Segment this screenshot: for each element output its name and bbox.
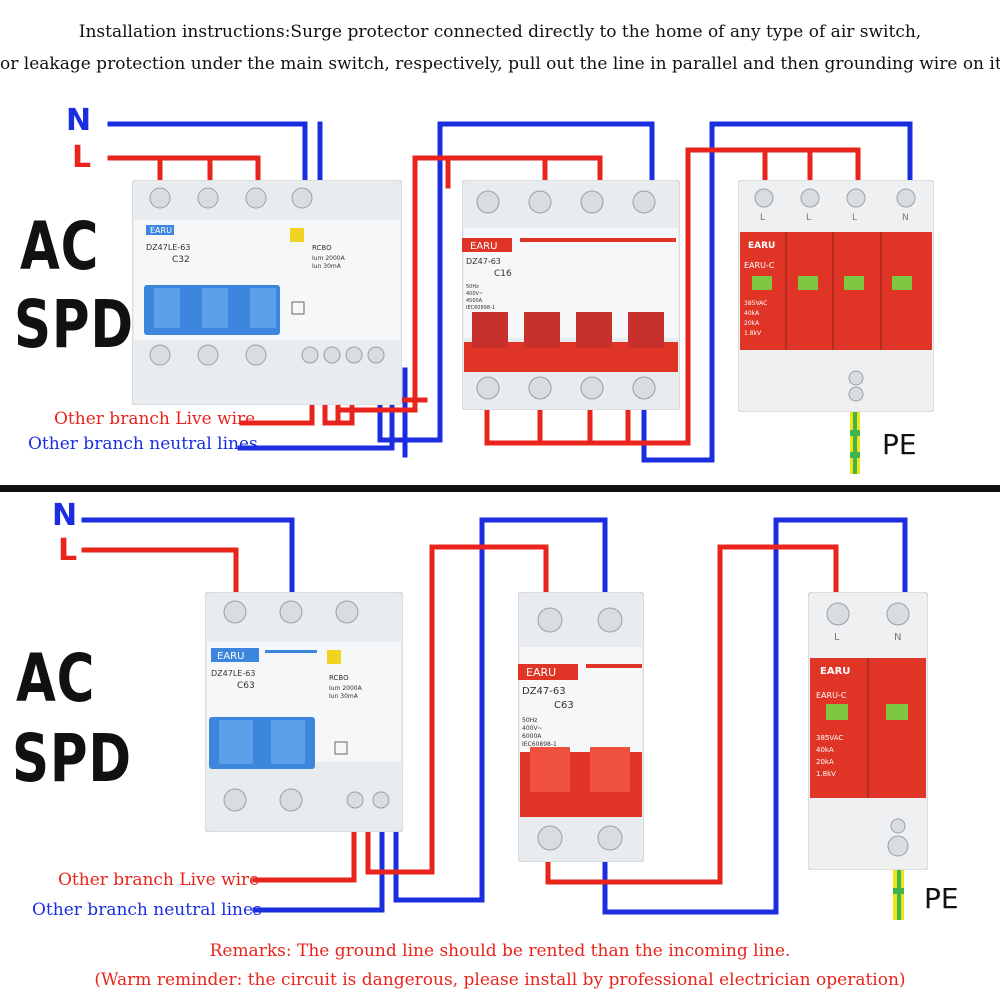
top-live-branch-label: Other branch Live wire <box>54 409 256 429</box>
top-mcb-spec3: 4500A <box>466 298 483 304</box>
bottom-rcbo-model: DZ47LE-63 <box>211 669 255 678</box>
top-rcbo-device: EARU DZ47LE-63 C32 RCBO Ium 2000A Iun 30… <box>132 180 402 405</box>
top-spd-brand: EARU <box>748 241 775 251</box>
bottom-rcbo-ma: Iun 30mA <box>329 693 359 700</box>
remark-line-2: (Warm reminder: the circuit is dangerous… <box>94 970 906 990</box>
bottom-mcb-spec2: 400V~ <box>522 725 543 732</box>
bottom-spd-up: 1.8kV <box>816 770 836 778</box>
bottom-live-branch <box>252 817 357 883</box>
bottom-live-branch-label: Other branch Live wire <box>58 870 260 890</box>
bottom-spd-in: 20kA <box>816 758 834 766</box>
top-spd-uc: 385VAC <box>744 300 767 307</box>
top-rcbo-specs: Ium 2000A <box>312 255 346 262</box>
bottom-spd-brand: EARU <box>820 666 850 677</box>
top-live-to-spd <box>484 147 861 446</box>
top-spd-pole-1: L <box>760 213 765 223</box>
top-mcb-std: IEC60898-1 <box>466 305 495 311</box>
bottom-spd-device: L N EARU EARU-C 385VAC 40kA 20kA 1.8kV <box>808 592 928 870</box>
bottom-neutral-loop2 <box>602 517 908 915</box>
bottom-rcbo-specs: Ium 2000A <box>329 685 363 692</box>
bottom-neutral-branch-label: Other branch neutral lines <box>32 900 262 920</box>
top-rcbo-brand: EARU <box>150 226 172 235</box>
bottom-live-loop1 <box>365 544 549 875</box>
bottom-spd-title: SPD <box>12 720 132 797</box>
bottom-pe-label: PE <box>924 882 959 915</box>
bottom-spd-uc: 385VAC <box>816 734 843 742</box>
top-ac-title: AC <box>20 208 100 285</box>
bottom-neutral-loop1 <box>393 517 608 903</box>
bottom-mcb-rating: C63 <box>554 700 574 711</box>
bottom-spd-pole-2: N <box>894 632 901 643</box>
bottom-spd-pole-1: L <box>834 632 840 643</box>
top-neutral-loop2 <box>641 121 913 463</box>
bottom-mcb-brand: EARU <box>526 666 556 679</box>
instruction-line-1: Installation instructions:Surge protecto… <box>78 22 922 42</box>
top-rcbo-label: RCBO <box>312 244 332 252</box>
instruction-line-2: or leakage protection under the main swi… <box>0 54 1000 74</box>
bottom-spd-imax: 40kA <box>816 746 834 754</box>
top-spd-device: L L L N EARU EARU-C 385VAC 40kA 20kA 1.8… <box>738 180 934 412</box>
top-mcb-spec2: 400V~ <box>466 291 483 297</box>
bottom-live-main <box>81 547 239 599</box>
bottom-rcbo-device: EARU DZ47LE-63 C63 RCBO Ium 2000A Iun 30… <box>205 592 403 832</box>
top-spd-imax: 40kA <box>744 310 760 317</box>
top-pe-label: PE <box>882 428 917 461</box>
top-rcbo-model: DZ47LE-63 <box>146 243 190 252</box>
bottom-mcb-spec3: 6000A <box>522 733 542 740</box>
top-spd-in: 20kA <box>744 320 760 327</box>
bottom-mcb-device: EARU DZ47-63 C63 50Hz 400V~ 6000A IEC608… <box>518 592 644 862</box>
top-spd-pole-2: L <box>806 213 811 223</box>
top-rcbo-ma: Iun 30mA <box>312 263 342 270</box>
top-mcb-device: EARU DZ47-63 C16 50Hz 400V~ 4500A IEC608… <box>462 180 680 410</box>
top-spd-title: SPD <box>14 286 134 363</box>
bottom-mcb-spec1: 50Hz <box>522 717 537 724</box>
top-neutral-branch-label: Other branch neutral lines <box>28 434 258 454</box>
bottom-rcbo-brand: EARU <box>217 651 244 662</box>
bottom-l-label: L <box>58 533 78 568</box>
bottom-mcb-model: DZ47-63 <box>522 686 566 697</box>
top-mcb-model: DZ47-63 <box>466 257 501 266</box>
bottom-rcbo-label: RCBO <box>329 674 349 682</box>
top-n-label: N <box>66 103 92 138</box>
section-divider <box>0 485 1000 492</box>
top-rcbo-rating: C32 <box>172 255 190 265</box>
top-mcb-rating: C16 <box>494 269 512 279</box>
top-neutral-loop1 <box>377 121 655 443</box>
remark-line-1: Remarks: The ground line should be rente… <box>209 941 791 961</box>
bottom-live-loop2 <box>545 544 839 885</box>
top-mcb-spec1: 50Hz <box>466 284 479 290</box>
top-spd-pole-4: N <box>902 213 909 223</box>
bottom-neutral-branch <box>252 817 385 913</box>
bottom-mcb-std: IEC60898-1 <box>522 741 557 748</box>
bottom-neutral-main <box>81 517 295 599</box>
top-spd-up: 1.8kV <box>744 330 762 337</box>
top-l-label: L <box>72 140 92 175</box>
top-spd-model: EARU-C <box>744 261 775 270</box>
bottom-n-label: N <box>52 498 78 533</box>
bottom-spd-model: EARU-C <box>816 691 847 700</box>
top-neutral-main <box>107 121 308 189</box>
top-mcb-brand: EARU <box>470 241 497 252</box>
bottom-rcbo-rating: C63 <box>237 681 255 691</box>
top-spd-pole-3: L <box>852 213 857 223</box>
bottom-ac-title: AC <box>16 640 96 717</box>
